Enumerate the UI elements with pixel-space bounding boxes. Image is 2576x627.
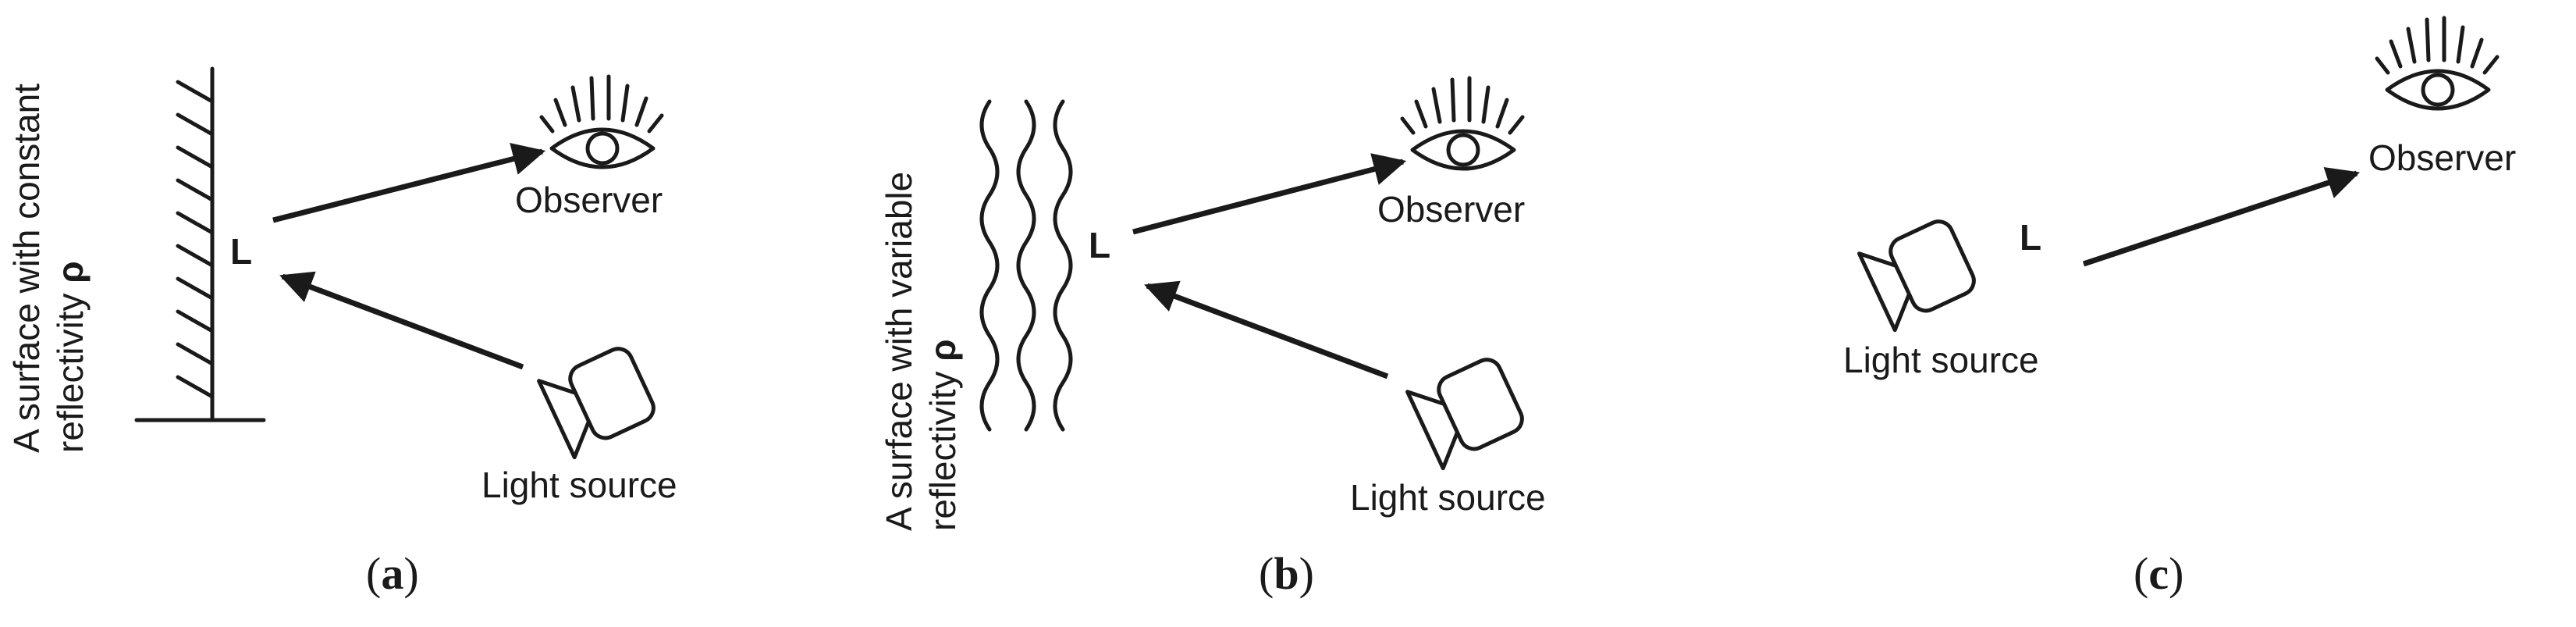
- panel-a: A surface with constant reflectivity ρ L…: [6, 66, 677, 599]
- camera-icon: [539, 341, 659, 458]
- incident-arrow-a: [279, 271, 524, 370]
- caption-a: (a): [366, 548, 419, 599]
- variable-reflectivity-surface: [979, 99, 1073, 432]
- source-label-a: Light source: [481, 465, 677, 505]
- caption-c: (c): [2134, 548, 2183, 599]
- observer-label-b: Observer: [1377, 189, 1525, 230]
- panel-c: L Light source Observer (c): [1843, 18, 2516, 599]
- point-label-a: L: [230, 231, 252, 272]
- reflection-arrow-b: [1132, 153, 1407, 235]
- source-label-b: Light source: [1350, 477, 1546, 518]
- camera-icon: [1408, 352, 1528, 468]
- surface-label-a: A surface with constant reflectivity ρ: [6, 73, 91, 453]
- source-label-c: Light source: [1843, 340, 2039, 380]
- point-label-b: L: [1089, 225, 1110, 265]
- surface-label-b: A surface with variable reflectivity ρ: [879, 162, 963, 531]
- incident-arrow-b: [1144, 280, 1389, 379]
- constant-reflectivity-surface: [134, 66, 266, 422]
- caption-b: (b): [1259, 548, 1314, 599]
- eye-icon: [1402, 78, 1523, 169]
- eye-icon: [542, 77, 662, 167]
- direct-arrow-c: [2082, 166, 2360, 267]
- point-label-c: L: [2020, 217, 2041, 258]
- observer-label-a: Observer: [515, 180, 663, 220]
- camera-icon: [1860, 214, 1980, 330]
- eye-icon: [2377, 18, 2497, 109]
- panel-b: A surface with variable reflectivity ρ L…: [879, 78, 1546, 599]
- reflection-arrow-a: [272, 142, 546, 223]
- observer-label-c: Observer: [2368, 137, 2516, 178]
